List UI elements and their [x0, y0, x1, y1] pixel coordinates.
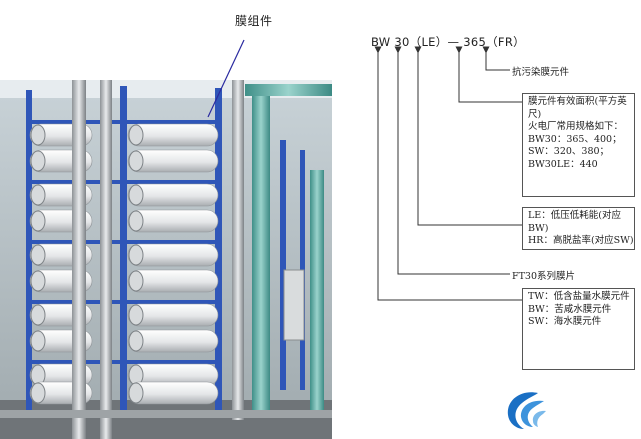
label-ft30: FT30系列膜片: [512, 271, 576, 282]
vessel-end-cap: [30, 330, 46, 352]
vessel-end-cap: [128, 244, 144, 266]
vessel-end-cap: [128, 382, 144, 404]
vessel-end-cap: [128, 150, 144, 172]
area-line: 尺): [528, 108, 542, 120]
vessel-end-cap: [128, 210, 144, 232]
model-code: BW 30（LE）— 365（FR）: [371, 35, 525, 49]
type-line: TW：低含盐量水膜元件: [528, 291, 630, 302]
le-line: LE：低压低耗能(对应: [528, 210, 621, 221]
area-line: SW：320、380；: [528, 146, 610, 157]
pressure-vessel: [127, 183, 219, 207]
pressure-vessel: [127, 243, 219, 267]
vessel-end-cap: [128, 304, 144, 326]
vessel-end-cap: [30, 244, 46, 266]
vessel-end-cap: [30, 210, 46, 232]
pressure-vessel: [127, 381, 219, 405]
area-line: BW30：365、400；: [528, 133, 622, 145]
vessel-end-cap: [128, 330, 144, 352]
pressure-vessel: [127, 123, 219, 147]
vessel-end-cap: [30, 184, 46, 206]
area-line: 膜元件有效面积(平方英: [528, 96, 627, 107]
membrane-rack-photo: [0, 80, 332, 439]
box-element-type: TW：低含盐量水膜元件 BW：苦咸水膜元件 SW：海水膜元件: [522, 288, 635, 370]
area-line: BW30LE：440: [528, 158, 598, 170]
pressure-vessel: [127, 303, 219, 327]
swirl-logo-icon: [507, 392, 546, 429]
membrane-rack-illustration: [0, 80, 332, 439]
pressure-vessel: [127, 329, 219, 353]
vessel-end-cap: [30, 150, 46, 172]
le-line: BW): [528, 222, 549, 234]
label-anti-fouling: 抗污染膜元件: [512, 67, 570, 78]
box-le-hr: LE：低压低耗能(对应 BW) HR：高脱盐率(对应SW): [522, 207, 635, 250]
vessel-end-cap: [30, 124, 46, 146]
vessel-end-cap: [128, 270, 144, 292]
vessel-end-cap: [128, 184, 144, 206]
vessel-end-cap: [128, 124, 144, 146]
vessel-end-cap: [30, 304, 46, 326]
type-line: SW：海水膜元件: [528, 316, 602, 327]
type-line: BW：苦咸水膜元件: [528, 303, 612, 315]
pressure-vessel: [127, 269, 219, 293]
pressure-vessel: [127, 149, 219, 173]
vessel-end-cap: [30, 270, 46, 292]
vessel-end-cap: [30, 382, 46, 404]
membrane-module-callout: 膜组件: [235, 14, 273, 28]
area-line: 火电厂常用规格如下：: [528, 121, 624, 132]
le-line: HR：高脱盐率(对应SW): [528, 235, 634, 246]
pressure-vessel: [127, 209, 219, 233]
box-effective-area: 膜元件有效面积(平方英 尺) 火电厂常用规格如下： BW30：365、400； …: [522, 93, 635, 197]
